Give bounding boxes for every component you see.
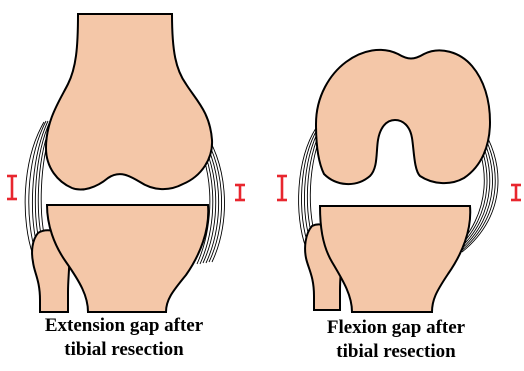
- flexion-caption-line2: tibial resection: [268, 340, 524, 364]
- flexion-caption-line1: Flexion gap after: [268, 316, 524, 340]
- flexion-gap-marker-medial: [277, 176, 287, 200]
- extension-knee-panel: [7, 14, 245, 312]
- flexion-gap-caption: Flexion gap after tibial resection: [268, 316, 524, 364]
- femur-extension: [46, 14, 212, 190]
- flexion-knee-panel: [277, 50, 521, 312]
- tibia-extension: [47, 205, 208, 312]
- extension-gap-caption: Extension gap after tibial resection: [2, 314, 246, 362]
- extension-caption-line2: tibial resection: [2, 338, 246, 362]
- extension-caption-line1: Extension gap after: [2, 314, 246, 338]
- tibia-flexion: [320, 206, 470, 312]
- flexion-gap-marker-lateral: [511, 185, 521, 200]
- femur-flexion: [316, 50, 490, 184]
- extension-gap-marker-medial: [7, 176, 17, 199]
- extension-gap-marker-lateral: [235, 185, 245, 200]
